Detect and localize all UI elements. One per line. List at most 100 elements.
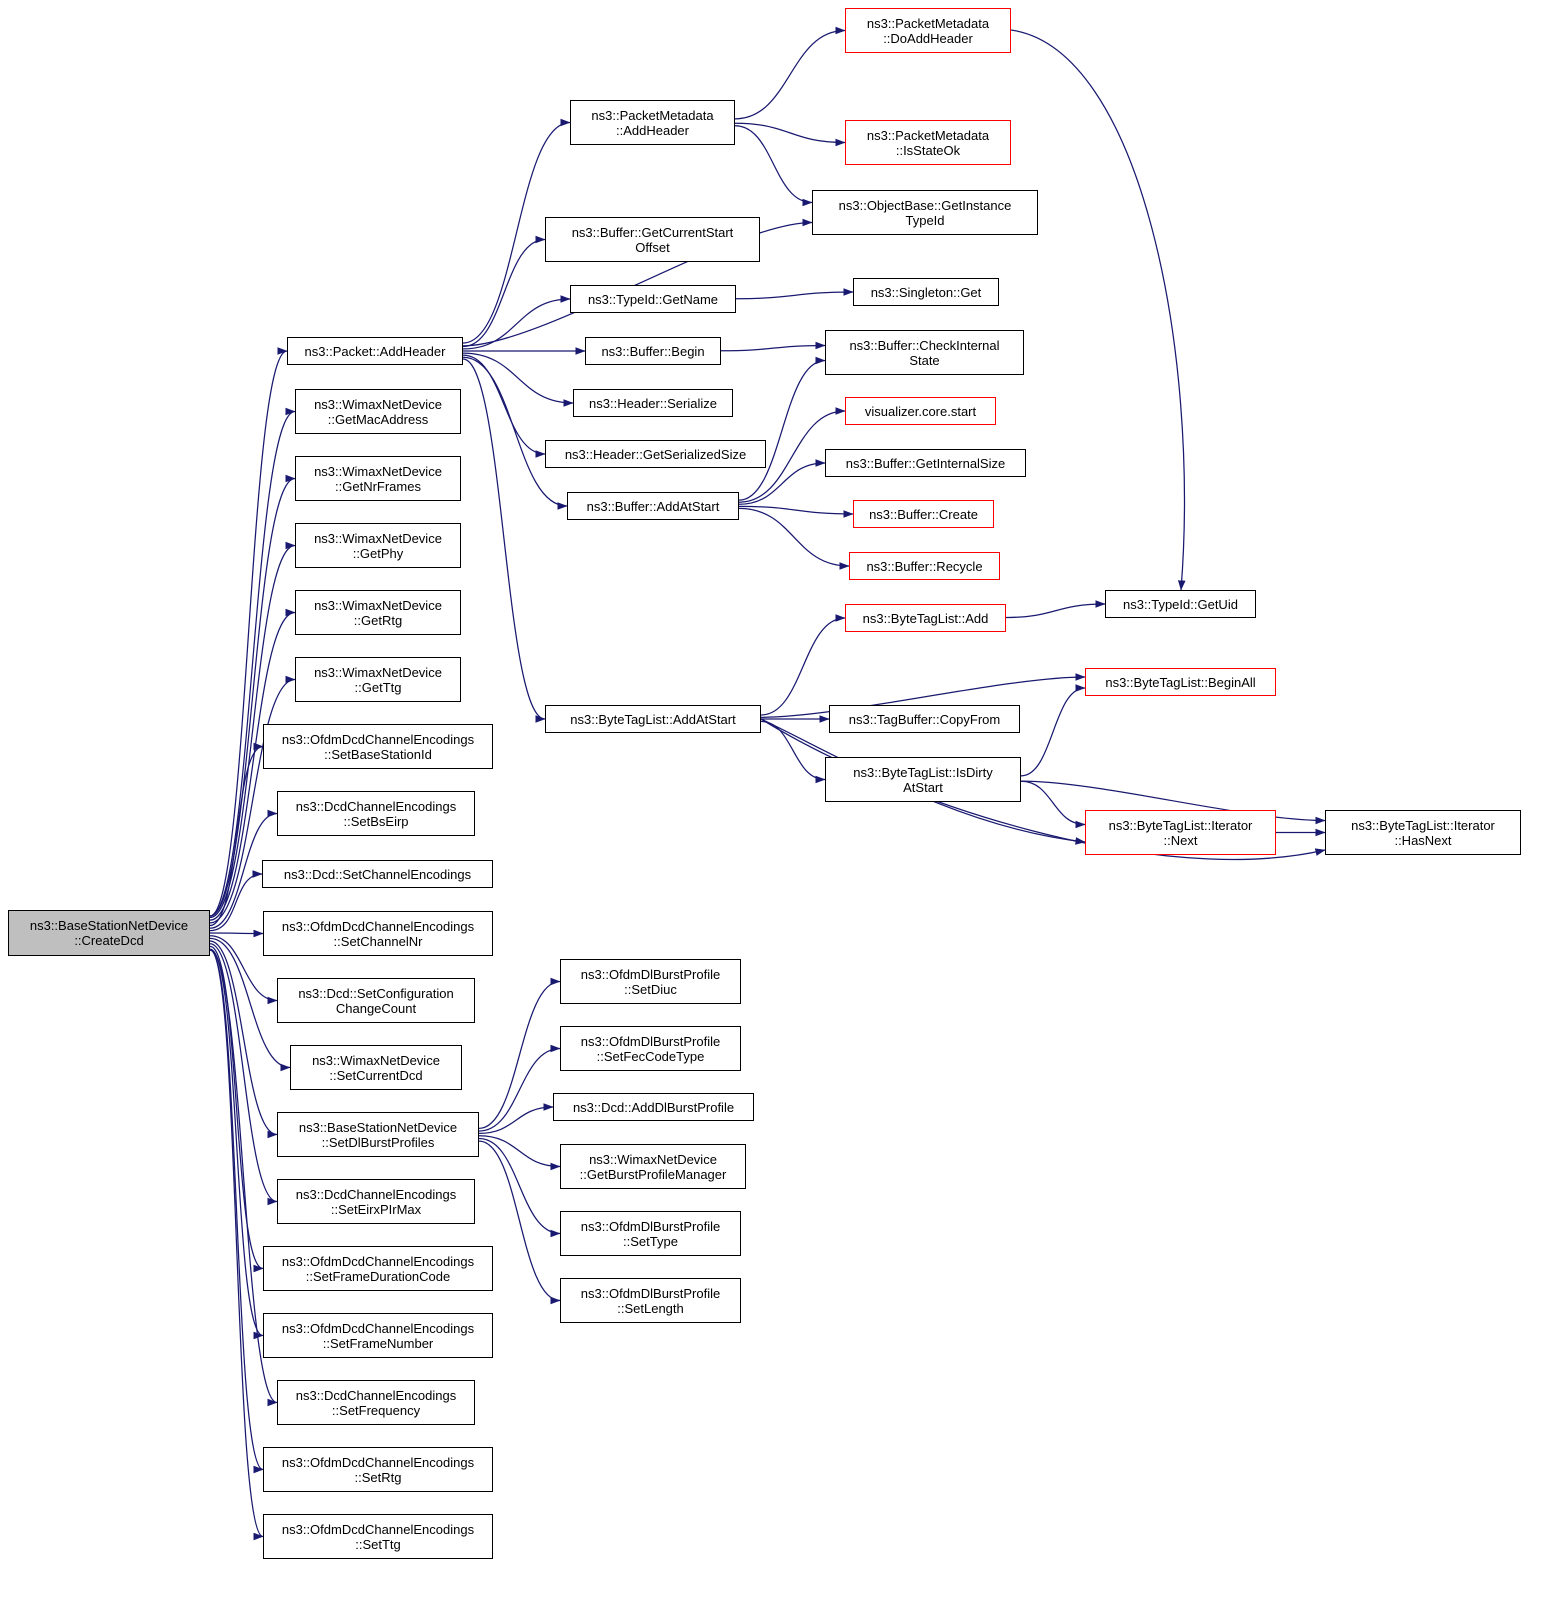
edge-create-dcd--bs-set-dl-burst-profiles [209, 940, 278, 1139]
get-instance-type-id-label: TypeId [905, 212, 945, 228]
set-diuc-node[interactable]: ns3::OfdmDlBurstProfile::SetDiuc [560, 959, 741, 1004]
set-diuc-label: ::SetDiuc [624, 981, 677, 997]
get-burst-profile-manager-node[interactable]: ns3::WimaxNetDevice::GetBurstProfileMana… [560, 1144, 746, 1189]
btl-iterator-next-node[interactable]: ns3::ByteTagList::Iterator::Next [1085, 810, 1276, 855]
edge-bs-set-dl-burst-profiles--set-length [478, 1140, 561, 1305]
dcd-set-frequency-node[interactable]: ns3::DcdChannelEncodings::SetFrequency [277, 1380, 475, 1425]
add-dl-burst-profile-label: ns3::Dcd::AddDlBurstProfile [572, 1099, 735, 1115]
ofdm-set-frame-duration-code-label: ns3::OfdmDcdChannelEncodings [281, 1253, 475, 1269]
singleton-get-node[interactable]: ns3::Singleton::Get [853, 278, 999, 306]
set-fec-code-type-label: ::SetFecCodeType [596, 1048, 705, 1064]
typeid-get-name-node[interactable]: ns3::TypeId::GetName [570, 285, 736, 313]
buffer-recycle-node[interactable]: ns3::Buffer::Recycle [849, 552, 1000, 580]
get-burst-profile-manager-label: ::GetBurstProfileManager [579, 1166, 727, 1182]
wimax-get-ttg-node[interactable]: ns3::WimaxNetDevice::GetTtg [295, 657, 461, 702]
dcd-set-bs-eirp-node[interactable]: ns3::DcdChannelEncodings::SetBsEirp [277, 791, 475, 836]
ofdm-set-frame-duration-code-node[interactable]: ns3::OfdmDcdChannelEncodings::SetFrameDu… [263, 1246, 493, 1291]
btl-is-dirty-at-start-label: AtStart [903, 779, 943, 795]
edge-create-dcd--wimax-set-current-dcd [209, 937, 291, 1072]
create-dcd-label: ns3::BaseStationNetDevice [29, 918, 189, 933]
wimax-set-current-dcd-label: ::SetCurrentDcd [329, 1067, 423, 1083]
edge-bs-set-dl-burst-profiles--set-diuc [478, 977, 561, 1130]
create-dcd-node: ns3::BaseStationNetDevice::CreateDcd [8, 910, 210, 956]
pm-do-add-header-node[interactable]: ns3::PacketMetadata::DoAddHeader [845, 8, 1011, 53]
ofdm-set-channel-nr-node[interactable]: ns3::OfdmDcdChannelEncodings::SetChannel… [263, 911, 493, 956]
buffer-recycle-label: ns3::Buffer::Recycle [866, 558, 983, 574]
bs-set-dl-burst-profiles-node[interactable]: ns3::BaseStationNetDevice::SetDlBurstPro… [277, 1112, 479, 1157]
header-serialize-node[interactable]: ns3::Header::Serialize [573, 389, 733, 417]
wimax-set-current-dcd-node[interactable]: ns3::WimaxNetDevice::SetCurrentDcd [290, 1045, 462, 1090]
header-get-serialized-size-node[interactable]: ns3::Header::GetSerializedSize [545, 440, 766, 468]
get-instance-type-id-label: ns3::ObjectBase::GetInstance [838, 197, 1012, 213]
wimax-get-phy-node[interactable]: ns3::WimaxNetDevice::GetPhy [295, 523, 461, 568]
edge-btl-is-dirty-at-start--btl-begin-all [1020, 684, 1086, 777]
dcd-set-frequency-label: ::SetFrequency [331, 1402, 421, 1418]
pm-is-state-ok-label: ::IsStateOk [895, 142, 961, 158]
header-get-serialized-size-label: ns3::Header::GetSerializedSize [564, 446, 747, 462]
ofdm-set-channel-nr-label: ::SetChannelNr [333, 933, 423, 949]
btl-add-at-start-node[interactable]: ns3::ByteTagList::AddAtStart [545, 705, 761, 733]
tagbuffer-copy-from-node[interactable]: ns3::TagBuffer::CopyFrom [829, 705, 1020, 733]
bs-set-dl-burst-profiles-label: ns3::BaseStationNetDevice [298, 1119, 458, 1135]
packet-add-header-node[interactable]: ns3::Packet::AddHeader [287, 337, 463, 365]
dcd-set-channel-encodings-node[interactable]: ns3::Dcd::SetChannelEncodings [262, 860, 493, 888]
edge-create-dcd--wimax-get-phy [209, 541, 296, 919]
set-diuc-label: ns3::OfdmDlBurstProfile [580, 966, 721, 982]
pm-is-state-ok-node[interactable]: ns3::PacketMetadata::IsStateOk [845, 120, 1011, 165]
edge-packet-add-header--btl-add-at-start [462, 358, 546, 723]
dcd-set-eirx-pir-max-node[interactable]: ns3::DcdChannelEncodings::SetEirxPIrMax [277, 1179, 475, 1224]
ofdm-set-frame-number-node[interactable]: ns3::OfdmDcdChannelEncodings::SetFrameNu… [263, 1313, 493, 1358]
wimax-get-rtg-node[interactable]: ns3::WimaxNetDevice::GetRtg [295, 590, 461, 635]
edge-pm-add-header--pm-is-state-ok [734, 122, 846, 147]
wimax-get-mac-address-label: ::GetMacAddress [327, 411, 429, 427]
set-type-node[interactable]: ns3::OfdmDlBurstProfile::SetType [560, 1211, 741, 1256]
edge-typeid-get-name--singleton-get [735, 288, 854, 300]
ofdm-set-rtg-node[interactable]: ns3::OfdmDcdChannelEncodings::SetRtg [263, 1447, 493, 1492]
edge-create-dcd--wimax-get-nr-frames [209, 474, 296, 917]
wimax-get-nr-frames-label: ns3::WimaxNetDevice [314, 463, 442, 479]
set-fec-code-type-label: ns3::OfdmDlBurstProfile [580, 1033, 721, 1049]
btl-add-node[interactable]: ns3::ByteTagList::Add [845, 604, 1006, 632]
visualizer-core-start-node[interactable]: visualizer.core.start [845, 397, 996, 425]
buffer-begin-node[interactable]: ns3::Buffer::Begin [585, 337, 721, 365]
wimax-get-rtg-label: ns3::WimaxNetDevice [314, 597, 442, 613]
btl-iterator-has-next-node[interactable]: ns3::ByteTagList::Iterator::HasNext [1325, 810, 1521, 855]
set-fec-code-type-node[interactable]: ns3::OfdmDlBurstProfile::SetFecCodeType [560, 1026, 741, 1071]
buffer-create-node[interactable]: ns3::Buffer::Create [853, 500, 994, 528]
ofdm-set-frame-number-label: ::SetFrameNumber [322, 1335, 434, 1351]
pm-add-header-node[interactable]: ns3::PacketMetadata::AddHeader [570, 100, 735, 145]
set-type-label: ::SetType [623, 1233, 678, 1249]
buffer-begin-label: ns3::Buffer::Begin [601, 343, 705, 359]
ofdm-set-base-station-id-node[interactable]: ns3::OfdmDcdChannelEncodings::SetBaseSta… [263, 724, 493, 769]
edge-bs-set-dl-burst-profiles--add-dl-burst-profile [478, 1103, 554, 1135]
buffer-get-internal-size-node[interactable]: ns3::Buffer::GetInternalSize [825, 449, 1026, 477]
ofdm-set-ttg-node[interactable]: ns3::OfdmDcdChannelEncodings::SetTtg [263, 1514, 493, 1559]
edge-create-dcd--dcd-set-configuration-change-count [209, 935, 278, 1005]
wimax-get-ttg-label: ns3::WimaxNetDevice [314, 664, 442, 680]
btl-add-at-start-label: ns3::ByteTagList::AddAtStart [570, 711, 736, 727]
wimax-get-nr-frames-label: ::GetNrFrames [335, 478, 421, 494]
btl-add-label: ns3::ByteTagList::Add [862, 610, 989, 626]
dcd-set-bs-eirp-label: ::SetBsEirp [343, 813, 409, 829]
pm-do-add-header-label: ::DoAddHeader [883, 30, 973, 46]
create-dcd-label: ::CreateDcd [74, 933, 144, 948]
wimax-get-mac-address-node[interactable]: ns3::WimaxNetDevice::GetMacAddress [295, 389, 461, 434]
add-dl-burst-profile-node[interactable]: ns3::Dcd::AddDlBurstProfile [553, 1093, 754, 1121]
dcd-set-eirx-pir-max-label: ns3::DcdChannelEncodings [295, 1186, 457, 1202]
edge-create-dcd--dcd-set-frequency [209, 949, 278, 1407]
wimax-get-nr-frames-node[interactable]: ns3::WimaxNetDevice::GetNrFrames [295, 456, 461, 501]
typeid-get-uid-node[interactable]: ns3::TypeId::GetUid [1105, 590, 1256, 618]
buffer-add-at-start-node[interactable]: ns3::Buffer::AddAtStart [567, 492, 739, 520]
edge-packet-add-header--header-serialize [462, 352, 574, 407]
edge-create-dcd--ofdm-set-frame-number [209, 948, 264, 1340]
set-length-node[interactable]: ns3::OfdmDlBurstProfile::SetLength [560, 1278, 741, 1323]
btl-begin-all-node[interactable]: ns3::ByteTagList::BeginAll [1085, 668, 1276, 696]
edge-create-dcd--dcd-set-bs-eirp [209, 809, 278, 929]
btl-iterator-has-next-label: ::HasNext [1394, 832, 1452, 848]
